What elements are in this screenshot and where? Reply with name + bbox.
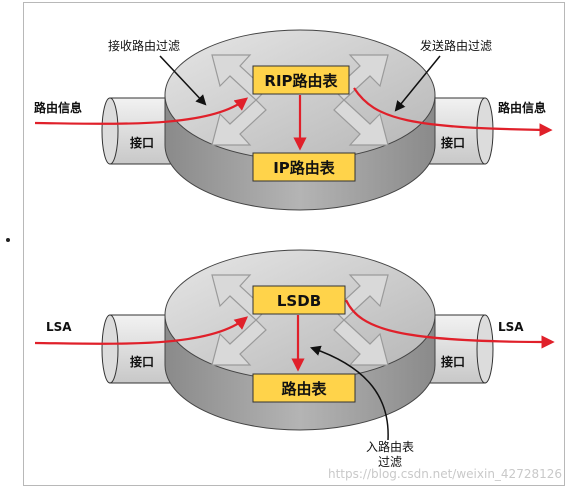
send-filter-label: 发送路由过滤 [420,38,492,53]
bottom-iface-left-label: 接口 [130,354,154,369]
bottom-router: 接口 接口 LSDB 路由表 入路由表 过滤 LSA LSA [34,249,555,469]
bullet-dot [6,238,10,242]
figure-frame [23,2,565,486]
top-iface-left-label: 接口 [130,135,154,150]
import-filter-label-line2: 过滤 [378,455,402,469]
bottom-outbound-arrow [345,299,555,349]
top-route-info-in-label: 路由信息 [34,100,82,115]
top-outbound-arrow [353,87,553,137]
ip-route-table-box [252,152,356,182]
import-filter-pointer [310,345,389,441]
bottom-inbound-arrow [34,316,249,345]
router-cross-icon [211,274,389,366]
receive-filter-label: 接收路由过滤 [108,38,180,53]
watermark-text: https://blog.csdn.net/weixin_42728126 [328,467,562,481]
bottom-lsa-in-label: LSA [46,320,72,334]
route-table-box [252,373,356,403]
lsdb-box [252,285,346,315]
lsdb-label: LSDB [277,292,321,310]
ip-route-table-label: IP路由表 [273,159,336,177]
bottom-lsa-out-label: LSA [498,320,524,334]
bottom-iface-right-label: 接口 [441,354,465,369]
receive-filter-pointer [159,55,207,106]
top-inbound-arrow [34,97,249,125]
route-table-label: 路由表 [281,380,327,398]
import-filter-label-line1: 入路由表 [366,439,414,454]
top-iface-right-label: 接口 [441,135,465,150]
rip-route-table-label: RIP路由表 [264,72,338,90]
rip-route-table-box [252,65,350,95]
send-filter-pointer [394,55,441,112]
top-route-info-out-label: 路由信息 [498,100,546,115]
top-router: 接口 接口 RIP路由表 IP路由表 [34,29,553,211]
bottom-router-disc [164,249,436,431]
